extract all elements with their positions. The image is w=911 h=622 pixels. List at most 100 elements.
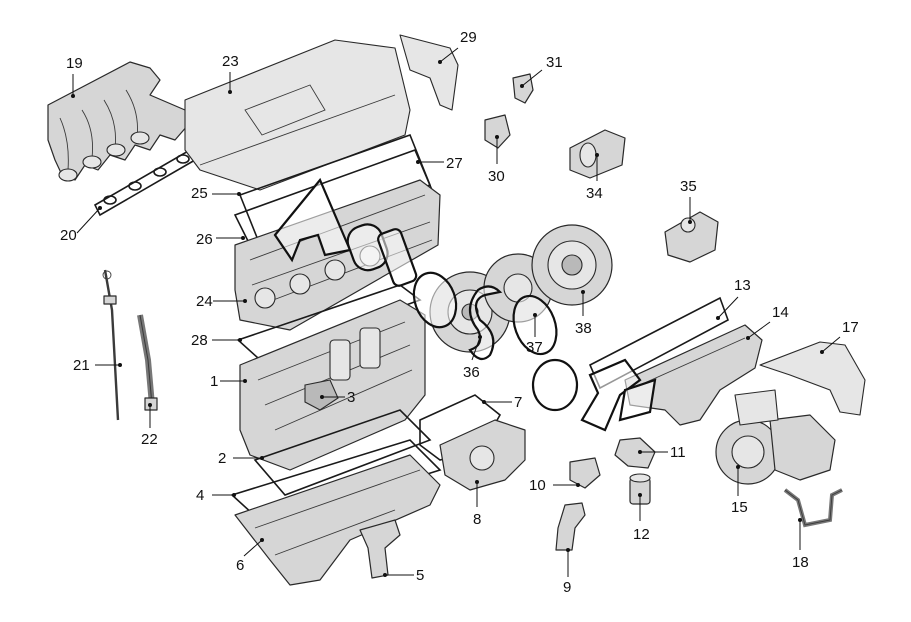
leader-dot-36	[478, 335, 482, 339]
crank-sensor	[304, 379, 339, 411]
leader-dot-17	[820, 350, 824, 354]
turbo-oil-line	[783, 488, 843, 528]
callout-number-12: 12	[633, 526, 650, 543]
callout-number-7: 7	[514, 394, 522, 411]
water-pump	[439, 419, 526, 491]
intake-manifold-gasket	[93, 148, 197, 217]
leader-dot-4	[232, 493, 236, 497]
leader-dot-14	[746, 336, 750, 340]
leader-dot-31	[520, 84, 524, 88]
leader-line-36	[471, 336, 481, 361]
leader-line-14	[747, 321, 771, 339]
callout-number-20: 20	[60, 227, 77, 244]
leader-dot-5	[383, 573, 387, 577]
callout-number-37: 37	[526, 339, 543, 356]
callout-number-26: 26	[196, 231, 213, 248]
callout-number-31: 31	[546, 54, 563, 71]
oil-pickup	[359, 519, 401, 579]
callout-number-28: 28	[191, 332, 208, 349]
leader-dot-22	[148, 403, 152, 407]
callout-number-34: 34	[586, 185, 603, 202]
oil-pan-gasket	[253, 409, 432, 496]
leader-dot-3	[320, 395, 324, 399]
leader-line-17	[821, 336, 841, 353]
leader-dot-13	[716, 316, 720, 320]
callout-number-15: 15	[731, 499, 748, 516]
callout-number-29: 29	[460, 29, 477, 46]
leader-dot-28	[238, 338, 242, 342]
leader-line-31	[521, 69, 543, 87]
leader-dot-1	[243, 379, 247, 383]
small-filter	[629, 473, 651, 505]
leader-line-29	[439, 47, 459, 63]
turbocharger	[715, 389, 836, 485]
dipstick	[102, 269, 120, 421]
leader-line-13	[717, 296, 739, 319]
leader-dot-34	[595, 153, 599, 157]
leader-dot-2	[260, 456, 264, 460]
callout-number-5: 5	[416, 567, 424, 584]
leader-dot-10	[576, 483, 580, 487]
callout-number-24: 24	[196, 293, 213, 310]
callout-number-3: 3	[347, 389, 355, 406]
leader-dot-25	[237, 192, 241, 196]
leader-dot-11	[638, 450, 642, 454]
leader-dot-12	[638, 493, 642, 497]
callout-number-35: 35	[680, 178, 697, 195]
callout-number-8: 8	[473, 511, 481, 528]
leader-dot-19	[71, 94, 75, 98]
leader-dot-23	[228, 90, 232, 94]
leader-dot-21	[118, 363, 122, 367]
watermark	[273, 177, 657, 432]
leader-dot-15	[736, 465, 740, 469]
upper-bracket	[399, 34, 459, 111]
cam-sensor	[512, 73, 534, 104]
small-bracket	[569, 457, 601, 489]
leader-dot-38	[581, 290, 585, 294]
leader-dot-35	[688, 220, 692, 224]
callout-number-18: 18	[792, 554, 809, 571]
callout-number-25: 25	[191, 185, 208, 202]
callout-number-11: 11	[670, 444, 686, 461]
callout-number-13: 13	[734, 277, 751, 294]
callout-number-6: 6	[236, 557, 244, 574]
leader-line-20	[76, 207, 101, 234]
callout-layer: 1234567891011121314151718192021222324252…	[60, 29, 859, 596]
callout-number-1: 1	[210, 373, 218, 390]
callout-number-14: 14	[772, 304, 789, 321]
callout-number-10: 10	[529, 477, 546, 494]
callout-number-38: 38	[575, 320, 592, 337]
egr-valve	[664, 211, 719, 263]
leader-dot-29	[438, 60, 442, 64]
callout-number-27: 27	[446, 155, 463, 172]
callout-number-23: 23	[222, 53, 239, 70]
intake-manifold	[47, 61, 189, 182]
dipstick-tube	[137, 314, 158, 411]
egr-pipe	[614, 437, 656, 469]
leader-dot-6	[260, 538, 264, 542]
leader-dot-7	[482, 400, 486, 404]
callout-number-22: 22	[141, 431, 158, 448]
leader-dot-37	[533, 313, 537, 317]
leader-dot-18	[798, 518, 802, 522]
callout-number-9: 9	[563, 579, 571, 596]
leader-dot-24	[243, 299, 247, 303]
leader-dot-27	[416, 160, 420, 164]
oil-pan	[234, 454, 441, 586]
callout-number-17: 17	[842, 319, 859, 336]
leader-dot-26	[241, 236, 245, 240]
heat-shield	[759, 341, 866, 416]
leader-dot-30	[495, 135, 499, 139]
callout-number-19: 19	[66, 55, 83, 72]
small-sensor	[484, 114, 511, 149]
leader-dot-9	[566, 548, 570, 552]
coolant-pipe	[555, 502, 586, 551]
leader-dot-8	[475, 480, 479, 484]
callout-number-2: 2	[218, 450, 226, 467]
callout-number-21: 21	[73, 357, 90, 374]
callout-number-36: 36	[463, 364, 480, 381]
callout-number-4: 4	[196, 487, 204, 504]
leader-line-6	[243, 539, 263, 557]
callout-number-30: 30	[488, 168, 505, 185]
